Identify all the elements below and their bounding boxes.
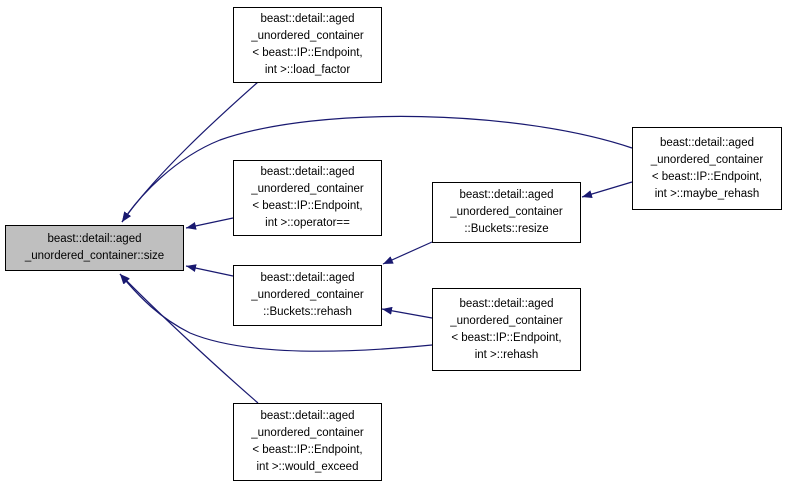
node-rehash[interactable]: beast::detail::aged _unordered_container… — [432, 288, 581, 371]
node-label-line: int >::maybe_rehash — [654, 187, 760, 200]
node-label-line: < beast::IP::Endpoint, — [252, 444, 363, 456]
edge-maybe-rehash-to-size — [121, 115, 633, 223]
node-load-factor[interactable]: beast::detail::aged _unordered_container… — [233, 7, 382, 83]
node-label-line: < beast::IP::Endpoint, — [252, 200, 363, 212]
edge-buckets-rehash-to-size — [185, 264, 234, 277]
node-label-line: int >::rehash — [474, 348, 539, 361]
node-label-line: int >::load_factor — [264, 64, 351, 76]
node-label-line: beast::detail::aged — [260, 13, 355, 25]
node-label-line: beast::detail::aged — [260, 272, 355, 284]
edge-buckets-resize-to-buckets-rehash — [382, 241, 433, 265]
edge-operator-eq-to-size — [185, 217, 234, 230]
edge-would-exceed-to-size — [119, 273, 259, 404]
node-label-line: _unordered_container — [450, 314, 563, 327]
node-label-line: beast::detail::aged — [260, 166, 355, 178]
node-label-line: ::Buckets::resize — [464, 223, 549, 235]
edge-maybe-rehash-to-buckets-resize — [581, 181, 633, 198]
node-label-line: _unordered_container — [251, 427, 364, 439]
node-label-line: beast::detail::aged — [459, 297, 554, 310]
node-label-line: beast::detail::aged — [660, 136, 754, 149]
node-label-line: int >::operator== — [265, 217, 350, 229]
node-label-line: _unordered_container — [650, 153, 764, 166]
edge-layer — [119, 81, 633, 404]
node-label-line: _unordered_container — [450, 206, 563, 218]
node-label-line: int >::would_exceed — [256, 461, 359, 473]
node-label-line: < beast::IP::Endpoint, — [651, 170, 763, 183]
node-label-line: ::Buckets::rehash — [263, 306, 352, 318]
node-label-line: _unordered_container — [251, 289, 364, 301]
edge-rehash-to-size — [119, 273, 433, 352]
node-would-exceed[interactable]: beast::detail::aged _unordered_container… — [233, 403, 382, 481]
node-label-line: < beast::IP::Endpoint, — [451, 331, 562, 344]
node-label-line: _unordered_container::size — [24, 250, 165, 262]
node-aged-unordered-container-size: beast::detail::aged _unordered_container… — [5, 225, 184, 271]
node-label-line: beast::detail::aged — [459, 189, 554, 201]
node-label-line: beast::detail::aged — [47, 233, 142, 245]
node-label-line: _unordered_container — [251, 183, 364, 195]
node-label-line: < beast::IP::Endpoint, — [252, 47, 363, 59]
node-label-line: beast::detail::aged — [260, 410, 355, 422]
edge-rehash-to-buckets-rehash — [381, 306, 433, 319]
node-buckets-resize[interactable]: beast::detail::aged _unordered_container… — [432, 182, 581, 243]
node-label-line: _unordered_container — [251, 30, 364, 42]
node-operator-equals[interactable]: beast::detail::aged _unordered_container… — [233, 160, 382, 236]
node-maybe-rehash[interactable]: beast::detail::aged _unordered_container… — [632, 127, 782, 210]
node-buckets-rehash[interactable]: beast::detail::aged _unordered_container… — [233, 265, 382, 326]
